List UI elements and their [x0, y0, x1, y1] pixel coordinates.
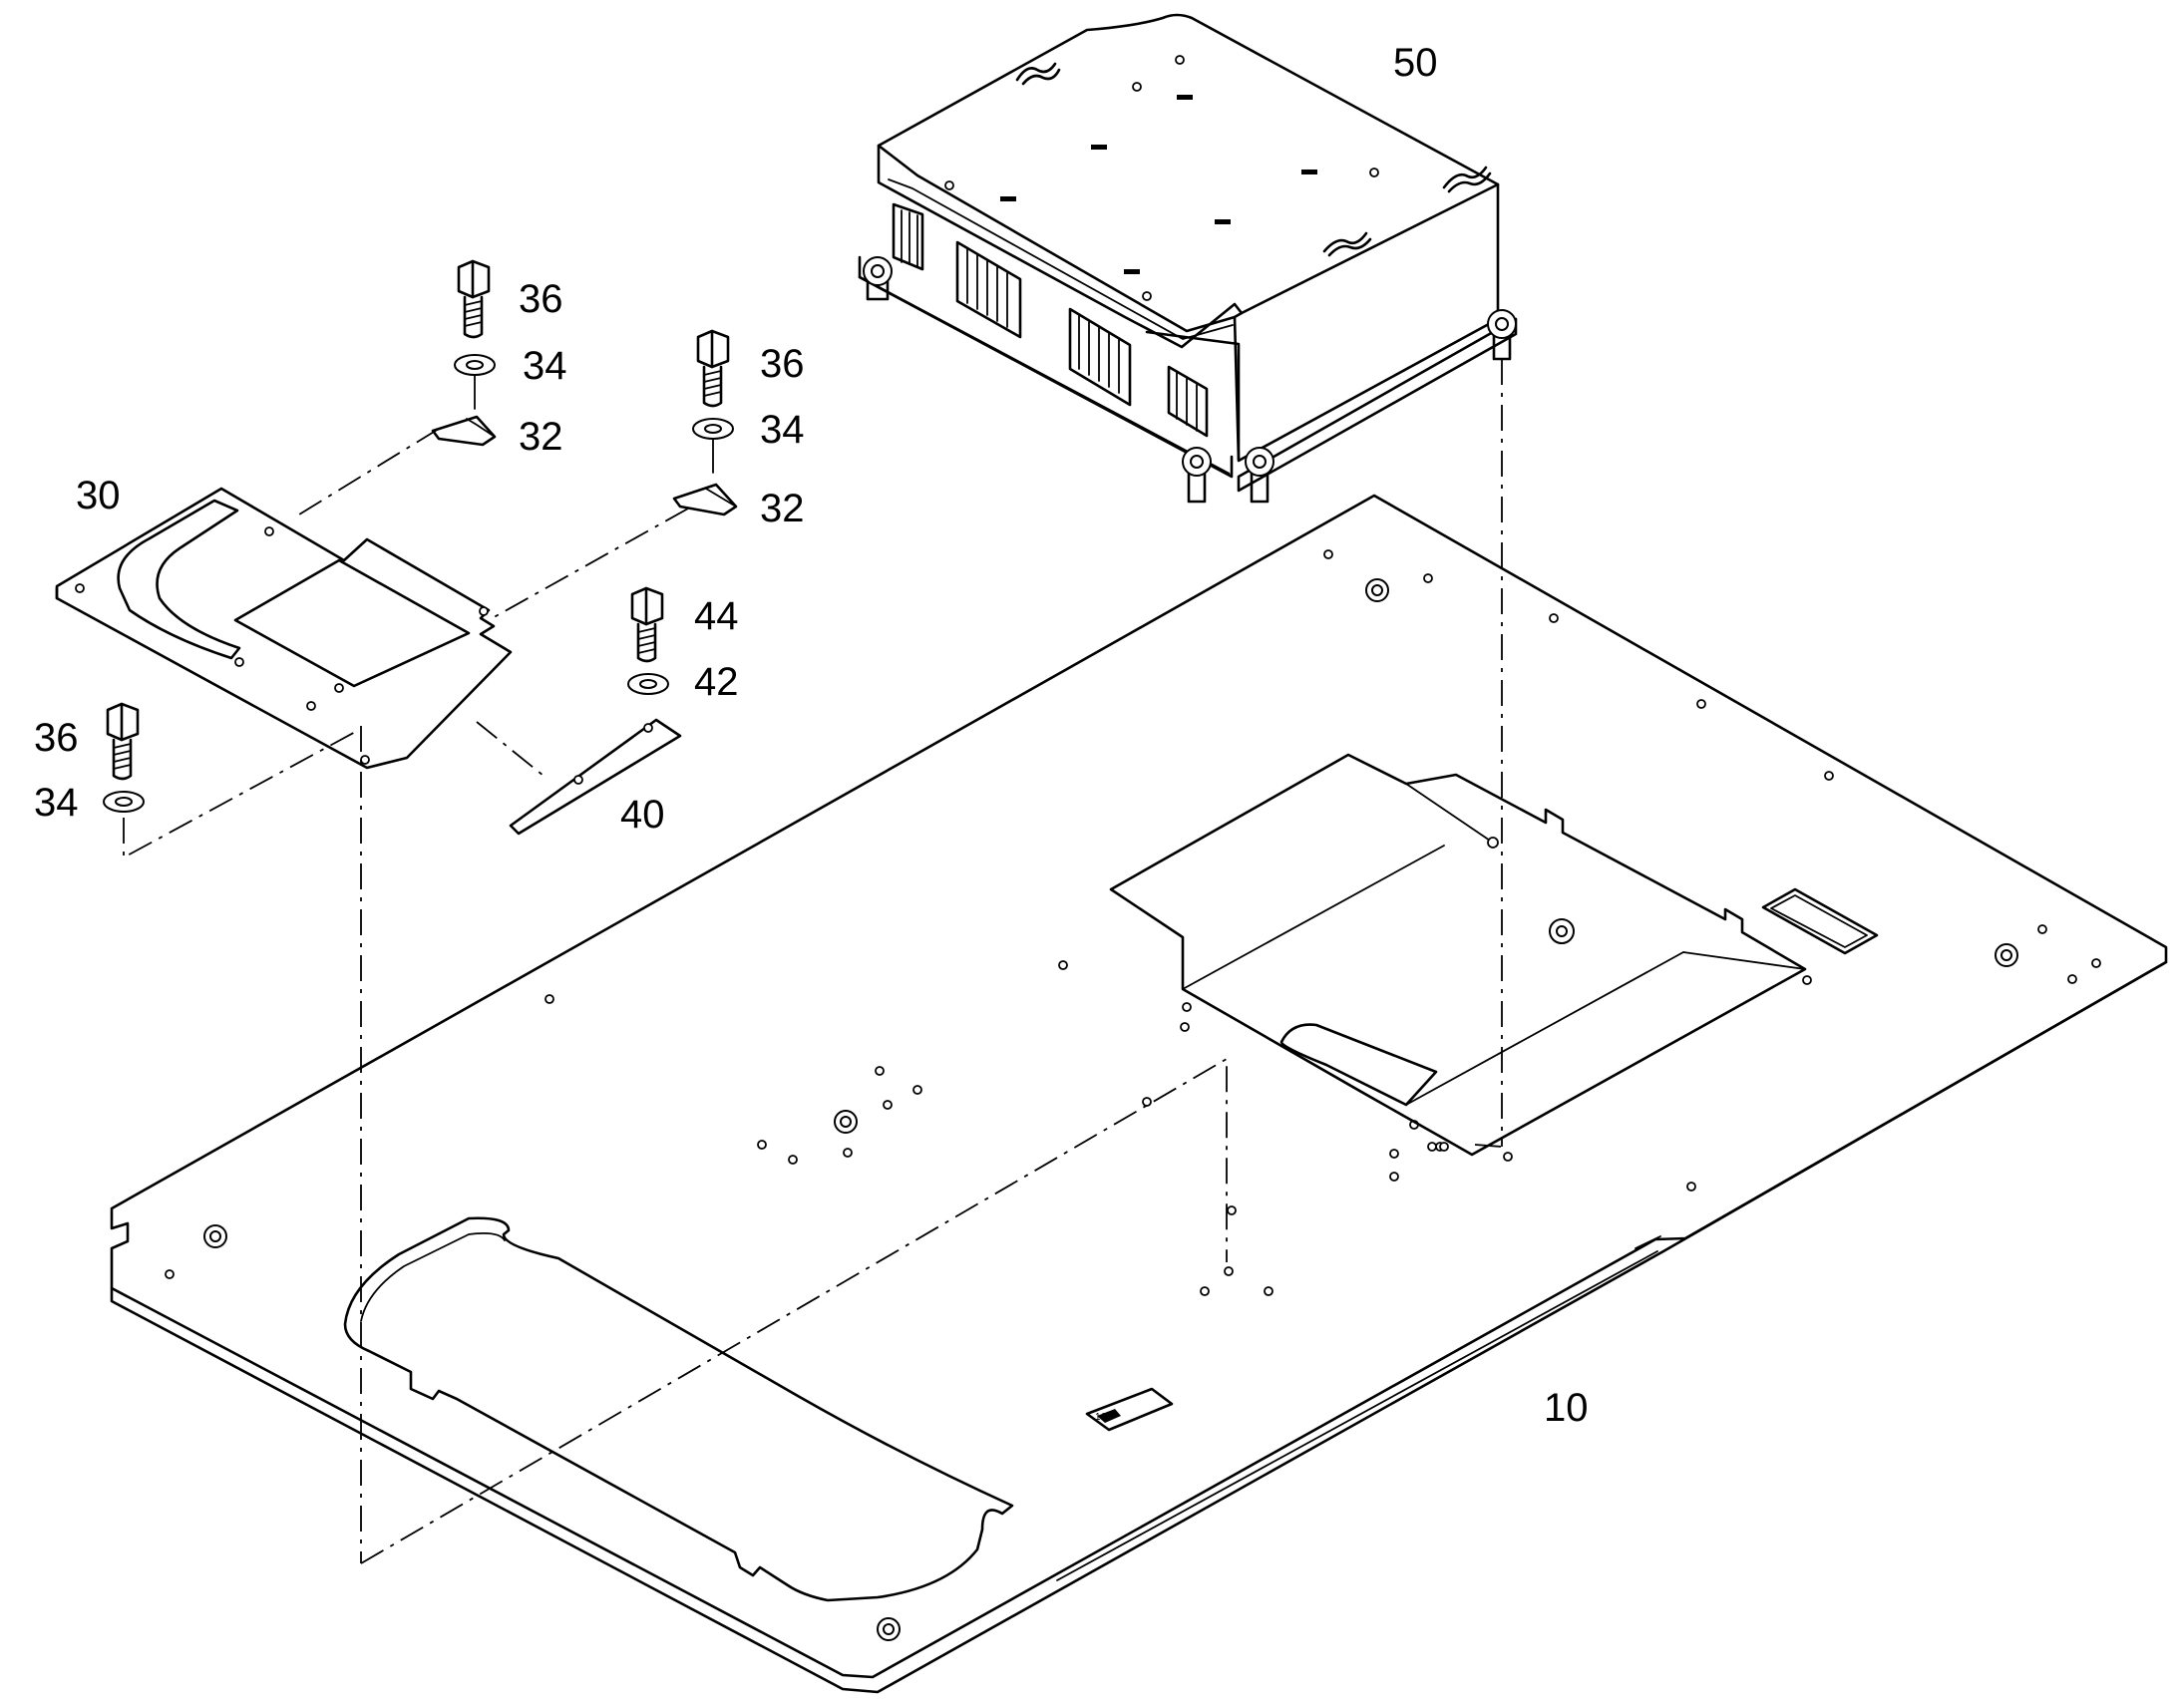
callout-bolt-c: 36	[34, 716, 79, 760]
base-plate: 1&2	[110, 494, 2168, 1694]
washer-d	[627, 673, 669, 695]
callout-housing: 50	[1393, 41, 1438, 85]
callout-washer-a: 34	[523, 344, 567, 388]
callout-clip-a: 32	[519, 415, 563, 459]
housing-bolts	[863, 256, 1517, 504]
bolt-d	[630, 586, 664, 663]
callout-bolt-b: 36	[760, 342, 805, 386]
bolt-b	[696, 329, 730, 408]
callout-washer-d: 42	[694, 660, 739, 704]
callout-clip-b: 32	[760, 487, 805, 530]
bracket	[509, 718, 682, 836]
clip-a	[431, 415, 497, 447]
assembly-lines	[123, 359, 1503, 1564]
washer-c	[103, 791, 145, 813]
callout-cover-plate: 30	[76, 474, 121, 517]
identification-label: 1&2	[1085, 1387, 1174, 1432]
callout-base-plate: 10	[1544, 1386, 1589, 1430]
washer-a	[454, 354, 496, 376]
washer-b	[692, 418, 734, 440]
callout-bolt-d: 44	[694, 594, 739, 638]
callout-washer-b: 34	[760, 408, 805, 452]
bolt-a	[457, 259, 491, 339]
bolt-c	[106, 702, 140, 781]
label-plate-text: 1&2	[1095, 1412, 1113, 1423]
cover-plate	[55, 487, 513, 770]
housing-cover	[858, 13, 1518, 504]
callout-washer-c: 34	[34, 781, 79, 825]
callout-bracket: 40	[620, 793, 665, 837]
callout-bolt-a: 36	[519, 277, 563, 321]
clip-b	[672, 483, 738, 516]
